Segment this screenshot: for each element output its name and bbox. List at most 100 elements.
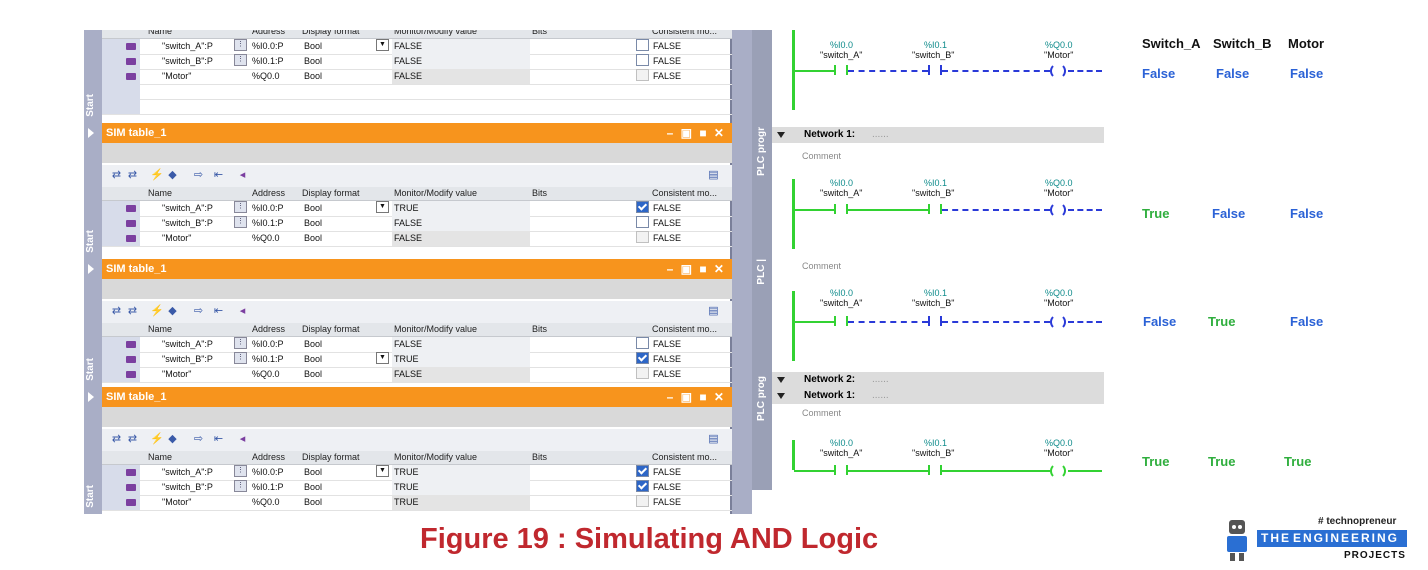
consistent-checkbox[interactable] xyxy=(636,216,649,228)
row-selector[interactable] xyxy=(102,352,140,367)
toolbar-tool-icon[interactable]: ⇄ xyxy=(111,305,122,317)
toolbar-tool-icon[interactable]: ⚡ xyxy=(150,305,164,317)
plc-program-sidebar[interactable]: PLC | xyxy=(752,255,772,372)
address-picker-icon[interactable]: ⋮ xyxy=(234,39,247,51)
contact-b-symbol[interactable] xyxy=(928,316,942,326)
sim-table-titlebar[interactable]: SIM table_1– ▣ ■ ✕ xyxy=(88,387,732,407)
address-picker-icon[interactable]: ⋮ xyxy=(234,480,247,492)
collapse-arrow-icon[interactable] xyxy=(777,393,785,399)
modify-value[interactable]: FALSE xyxy=(394,56,423,66)
toolbar-tool-icon[interactable]: ⇄ xyxy=(127,169,138,181)
network-header[interactable]: Network 1:...... xyxy=(772,127,1104,143)
empty-row[interactable] xyxy=(102,84,732,100)
address-picker-icon[interactable]: ⋮ xyxy=(234,352,247,364)
modify-value[interactable]: TRUE xyxy=(394,354,419,364)
toolbar-tool-icon[interactable]: ◂ xyxy=(239,305,246,317)
start-sidebar[interactable]: Start xyxy=(84,259,102,387)
value-dropdown-icon[interactable]: ▼ xyxy=(376,352,389,364)
contact-a-symbol[interactable] xyxy=(834,204,848,214)
toolbar-tool-icon[interactable]: ⇨ xyxy=(193,169,204,181)
contact-b-symbol[interactable] xyxy=(928,65,942,75)
table-view-icon[interactable]: ▤ xyxy=(708,169,719,181)
consistent-checkbox[interactable] xyxy=(636,367,649,379)
toolbar-tool-icon[interactable]: ⇤ xyxy=(213,169,224,181)
network-header[interactable]: Network 1:...... xyxy=(772,388,1104,404)
modify-value[interactable]: TRUE xyxy=(394,467,419,477)
row-selector[interactable] xyxy=(102,465,140,480)
modify-value[interactable]: FALSE xyxy=(394,71,423,81)
plc-program-sidebar[interactable]: PLC progr xyxy=(752,123,772,255)
consistent-checkbox[interactable] xyxy=(636,69,649,81)
modify-value[interactable]: TRUE xyxy=(394,203,419,213)
panel-scroll-edge[interactable] xyxy=(730,123,752,259)
toolbar-tool-icon[interactable]: ⇨ xyxy=(193,433,204,445)
modify-value[interactable]: FALSE xyxy=(394,339,423,349)
motor-coil-symbol[interactable] xyxy=(1050,202,1066,218)
toolbar-tool-icon[interactable]: ◂ xyxy=(239,169,246,181)
value-dropdown-icon[interactable]: ▼ xyxy=(376,39,389,51)
address-picker-icon[interactable]: ⋮ xyxy=(234,201,247,213)
toolbar-tool-icon[interactable]: ⇤ xyxy=(213,433,224,445)
modify-value[interactable]: FALSE xyxy=(394,369,423,379)
motor-coil-symbol[interactable] xyxy=(1050,463,1066,479)
consistent-checkbox[interactable] xyxy=(636,465,649,477)
toolbar-tool-icon[interactable]: ◆ xyxy=(168,433,177,445)
window-controls[interactable]: – ▣ ■ ✕ xyxy=(666,390,726,404)
row-selector[interactable] xyxy=(102,69,140,84)
toolbar-tool-icon[interactable]: ⇄ xyxy=(127,433,138,445)
row-selector[interactable] xyxy=(102,201,140,216)
consistent-checkbox[interactable] xyxy=(636,480,649,492)
expand-arrow-icon[interactable] xyxy=(88,128,94,138)
row-selector[interactable] xyxy=(102,337,140,352)
plc-program-sidebar[interactable]: PLC prog xyxy=(752,372,772,490)
address-picker-icon[interactable]: ⋮ xyxy=(234,337,247,349)
motor-coil-symbol[interactable] xyxy=(1050,63,1066,79)
motor-coil-symbol[interactable] xyxy=(1050,314,1066,330)
plc-program-sidebar[interactable] xyxy=(752,30,772,123)
toolbar-tool-icon[interactable]: ⇄ xyxy=(111,433,122,445)
value-dropdown-icon[interactable]: ▼ xyxy=(376,465,389,477)
contact-a-symbol[interactable] xyxy=(834,465,848,475)
modify-value[interactable]: FALSE xyxy=(394,233,423,243)
consistent-checkbox[interactable] xyxy=(636,39,649,51)
start-sidebar[interactable]: Start xyxy=(84,387,102,514)
toolbar-tool-icon[interactable]: ◂ xyxy=(239,433,246,445)
modify-value[interactable]: TRUE xyxy=(394,482,419,492)
network-header[interactable]: Network 2:...... xyxy=(772,372,1104,388)
modify-value[interactable]: FALSE xyxy=(394,218,423,228)
row-selector[interactable] xyxy=(102,495,140,510)
consistent-checkbox[interactable] xyxy=(636,352,649,364)
toolbar-tool-icon[interactable]: ⇨ xyxy=(193,305,204,317)
row-selector[interactable] xyxy=(102,367,140,382)
consistent-checkbox[interactable] xyxy=(636,54,649,66)
contact-a-symbol[interactable] xyxy=(834,316,848,326)
toolbar-tool-icon[interactable]: ◆ xyxy=(168,169,177,181)
toolbar-tool-icon[interactable]: ⚡ xyxy=(150,169,164,181)
consistent-checkbox[interactable] xyxy=(636,201,649,213)
consistent-checkbox[interactable] xyxy=(636,495,649,507)
collapse-arrow-icon[interactable] xyxy=(777,132,785,138)
empty-row[interactable] xyxy=(102,99,732,115)
sim-table-titlebar[interactable]: SIM table_1– ▣ ■ ✕ xyxy=(88,259,732,279)
consistent-checkbox[interactable] xyxy=(636,231,649,243)
panel-scroll-edge[interactable] xyxy=(730,30,752,123)
contact-b-symbol[interactable] xyxy=(928,465,942,475)
address-picker-icon[interactable]: ⋮ xyxy=(234,465,247,477)
value-dropdown-icon[interactable]: ▼ xyxy=(376,201,389,213)
contact-b-symbol[interactable] xyxy=(928,204,942,214)
panel-scroll-edge[interactable] xyxy=(730,259,752,387)
panel-scroll-edge[interactable] xyxy=(730,387,752,514)
expand-arrow-icon[interactable] xyxy=(88,264,94,274)
network-comment[interactable]: Comment xyxy=(802,151,842,161)
toolbar-tool-icon[interactable]: ⇄ xyxy=(127,305,138,317)
